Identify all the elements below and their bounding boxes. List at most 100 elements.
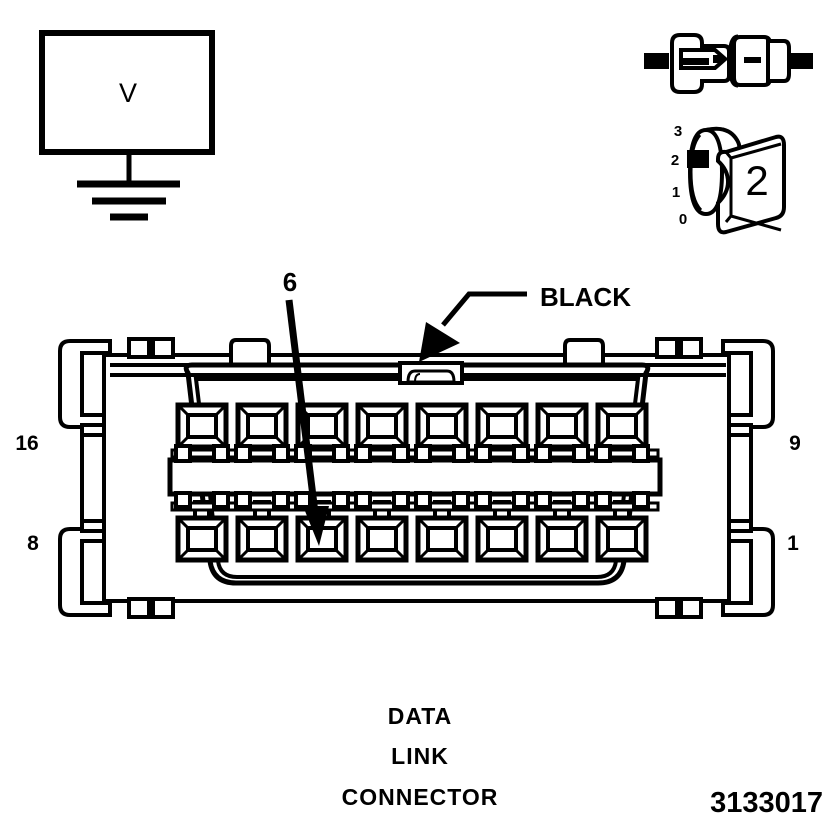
pin-cavity-bevels	[356, 516, 408, 562]
switch-position-3-label: 3	[674, 123, 682, 140]
pin-cavity-inner	[426, 526, 458, 552]
pin-cavity-bevels	[236, 403, 288, 449]
caption-line-2: LINK	[391, 743, 449, 769]
rail-tooth-lower	[594, 491, 612, 509]
left-wire-stub	[644, 53, 669, 69]
rail-tooth-lower	[452, 491, 470, 509]
rail-tooth-upper	[174, 444, 192, 463]
switch-position-2-label: 2	[671, 152, 679, 169]
pin-cavity-inner	[366, 413, 398, 439]
pin-6-callout-arrow	[285, 299, 329, 546]
pin-cavity-bottom-8[interactable]	[595, 515, 649, 563]
pin-cavity-inner	[246, 526, 278, 552]
pin-cavity-bottom-7[interactable]	[535, 515, 589, 563]
rail-tooth-upper	[212, 444, 230, 463]
mounting-ears-top	[127, 337, 703, 359]
rail-tooth-upper	[594, 444, 612, 463]
rail-tooth-upper	[354, 444, 372, 463]
rail-tooth-lower	[632, 491, 650, 509]
pin-cavity-bottom-4[interactable]	[355, 515, 409, 563]
pin-cavity-bevels	[536, 516, 588, 562]
pin-cavity-bevels	[596, 403, 648, 449]
pin-cavity-bottom-1[interactable]	[175, 515, 229, 563]
pin-cavity-inner	[606, 526, 638, 552]
mounting-ears-bottom	[127, 597, 703, 619]
rail-tooth-lower	[512, 491, 530, 509]
connector-latch-detail	[398, 361, 464, 385]
rail-tooth-lower	[272, 491, 290, 509]
rail-tooth-lower	[332, 491, 350, 509]
pin-cavity-bevels	[416, 403, 468, 449]
rail-tooth-upper	[512, 444, 530, 463]
switch-key-bevel	[724, 142, 782, 232]
pin-cavity-bevels	[176, 516, 228, 562]
black-wire-callout-arrow	[419, 291, 527, 362]
pin-number-8-label: 8	[27, 532, 39, 555]
pin-cavity-inner	[186, 526, 218, 552]
rail-tooth-lower	[414, 491, 432, 509]
pin-number-9-label: 9	[789, 432, 801, 455]
pin-cavity-bottom-2[interactable]	[235, 515, 289, 563]
connector-housing-inner-outline	[193, 377, 641, 579]
pin-cavity-bevels	[476, 516, 528, 562]
pin-cavity-inner	[426, 413, 458, 439]
pin-cavity-top-4[interactable]	[355, 402, 409, 450]
pin-cavity-bevels	[296, 516, 348, 562]
female-contact-detail	[679, 48, 729, 70]
right-wire-stub	[788, 53, 813, 69]
pin-number-16-label: 16	[15, 432, 38, 455]
voltmeter-symbol-label: V	[119, 78, 137, 108]
pin-cavity-inner	[186, 413, 218, 439]
pin-6-callout-label: 6	[283, 267, 297, 297]
pin-cavity-bevels	[596, 516, 648, 562]
switch-key-body	[716, 134, 786, 235]
rail-tooth-lower	[392, 491, 410, 509]
rail-tooth-lower	[212, 491, 230, 509]
switch-selected-position-label: 2	[745, 157, 768, 204]
pin-cavity-inner	[306, 413, 338, 439]
pin-cavity-inner	[246, 413, 278, 439]
switch-position-marker	[687, 150, 709, 168]
pin-cavity-inner	[546, 526, 578, 552]
rail-tooth-upper	[414, 444, 432, 463]
chassis-ground-icon	[77, 152, 180, 221]
pin-cavity-bevels	[176, 403, 228, 449]
switch-position-1-label: 1	[672, 184, 680, 201]
pin-cavity-inner	[546, 413, 578, 439]
rail-tooth-upper	[452, 444, 470, 463]
pin-cavity-bottom-6[interactable]	[475, 515, 529, 563]
rail-tooth-upper	[572, 444, 590, 463]
switch-dial-inner-arc	[689, 133, 703, 212]
switch-position-0-label: 0	[679, 211, 687, 228]
pin-cavity-inner	[606, 413, 638, 439]
pin-cavity-bevels	[416, 516, 468, 562]
pin-cavity-bevels	[536, 403, 588, 449]
rail-teeth	[170, 444, 660, 512]
pin-cavity-top-5[interactable]	[415, 402, 469, 450]
pin-cavity-bottom-5[interactable]	[415, 515, 469, 563]
rail-tooth-lower	[354, 491, 372, 509]
pin-cavity-inner	[486, 526, 518, 552]
caption-line-3: CONNECTOR	[342, 784, 499, 810]
pin-cavity-top-7[interactable]	[535, 402, 589, 450]
rail-tooth-lower	[572, 491, 590, 509]
rail-tooth-upper	[272, 444, 290, 463]
caption-line-1: DATA	[388, 703, 452, 729]
rail-tooth-upper	[392, 444, 410, 463]
pin-cavity-inner	[366, 526, 398, 552]
rail-tooth-upper	[474, 444, 492, 463]
black-wire-label: BLACK	[540, 282, 631, 312]
male-contact-slot	[744, 57, 761, 63]
figure-number: 3133017	[710, 787, 823, 819]
rail-tooth-upper	[332, 444, 350, 463]
pin-cavity-inner	[486, 413, 518, 439]
rail-tooth-lower	[534, 491, 552, 509]
